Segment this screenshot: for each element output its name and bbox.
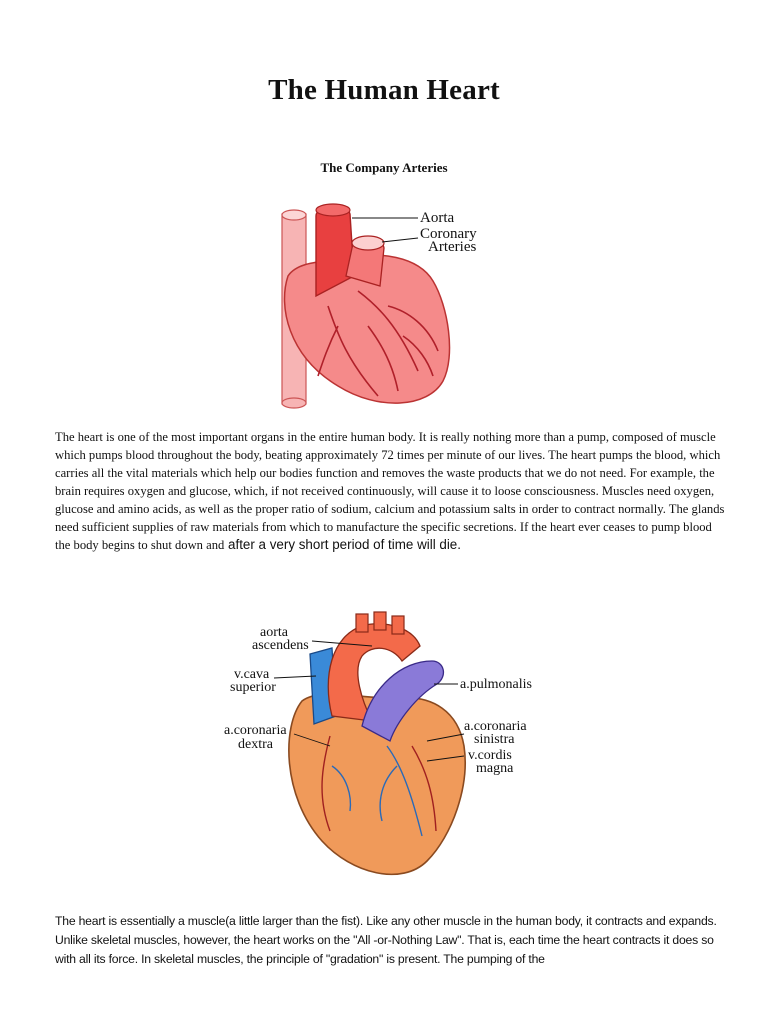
label-sinistra: sinistra bbox=[474, 732, 515, 747]
paragraph-intro-tail: after a very short period of time will d… bbox=[224, 537, 461, 552]
label-coronary: Coronary bbox=[420, 226, 477, 242]
pulmonary-trunk-shape bbox=[361, 660, 445, 742]
label-aorta: Aorta bbox=[420, 210, 454, 226]
label-vcava: v.cava bbox=[234, 667, 270, 682]
label-apulmonalis: a.pulmonalis bbox=[460, 677, 532, 692]
label-dextra: dextra bbox=[238, 737, 274, 752]
aorta-shape bbox=[315, 203, 355, 298]
paragraph-intro: The heart is one of the most important o… bbox=[55, 428, 725, 554]
label-aorta: aorta bbox=[260, 625, 289, 640]
label-arteries: Arteries bbox=[428, 239, 476, 255]
page-title: The Human Heart bbox=[268, 74, 500, 106]
aorta-ascendens-shape bbox=[327, 623, 421, 722]
label-ascendens: ascendens bbox=[252, 638, 309, 653]
paragraph-muscle: The heart is essentially a muscle(a litt… bbox=[55, 914, 717, 966]
coronary-vessels bbox=[317, 290, 439, 397]
label-acoronaria-sinistra: a.coronaria bbox=[464, 719, 527, 734]
coronary-vessel-lines bbox=[321, 735, 437, 837]
paragraph-intro-main: The heart is one of the most important o… bbox=[55, 430, 725, 552]
pulmonary-trunk-shape bbox=[345, 235, 385, 287]
figure-caption: The Company Arteries bbox=[320, 160, 448, 175]
label-magna: magna bbox=[476, 761, 514, 776]
label-acoronaria-dextra: a.coronaria bbox=[224, 723, 287, 738]
aorta-branches bbox=[355, 611, 405, 635]
coronary-arteries-illustration: Aorta Coronary Arteries bbox=[281, 203, 477, 409]
label-superior: superior bbox=[230, 680, 276, 695]
heart-anatomy-illustration: aorta ascendens v.cava superior a.pulmon… bbox=[224, 611, 532, 876]
label-vcordis: v.cordis bbox=[468, 748, 512, 763]
